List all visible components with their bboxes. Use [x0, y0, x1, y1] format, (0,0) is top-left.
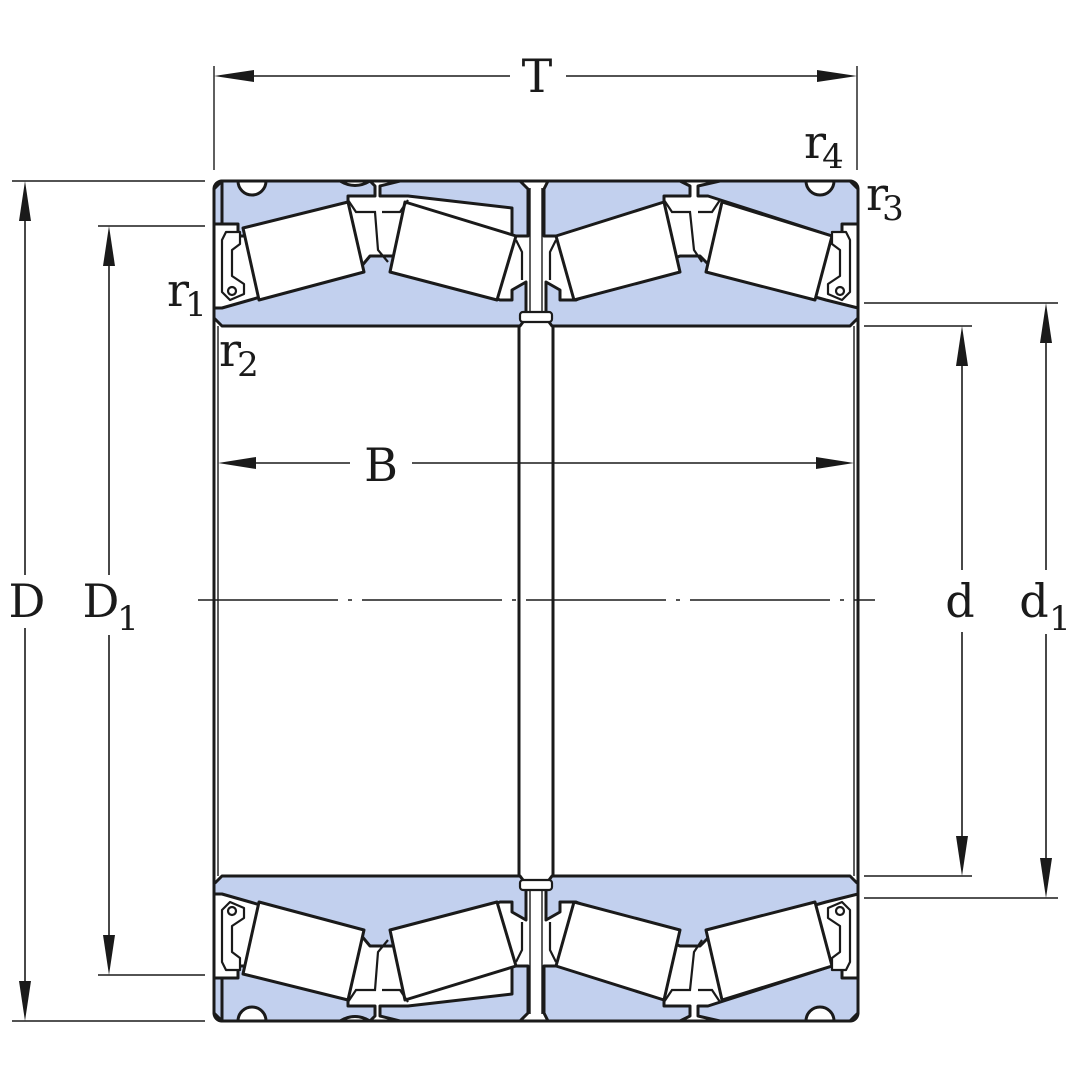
- label-r1-subscript: 1: [185, 285, 207, 325]
- dimension-d1: d 1: [864, 302, 1071, 899]
- bearing-body: [212, 179, 860, 1023]
- dimension-B: B: [218, 438, 854, 492]
- label-r3-subscript: 3: [882, 189, 904, 229]
- label-d1-subscript: 1: [1049, 599, 1071, 639]
- dimension-D1: D 1: [83, 225, 205, 976]
- label-D1: D: [83, 574, 120, 628]
- upper-bearing-rows: [212, 179, 860, 328]
- label-r2-subscript: 2: [237, 345, 259, 385]
- radius-labels: r 1 r 2 r 3 r 4: [167, 115, 904, 385]
- dimension-T: T: [213, 49, 858, 170]
- label-d: d: [945, 574, 974, 628]
- label-r3: r: [866, 167, 888, 221]
- label-B: B: [364, 438, 398, 492]
- lower-bearing-rows: [212, 874, 860, 1023]
- label-D: D: [9, 574, 46, 628]
- label-r1: r: [167, 263, 189, 317]
- label-d1: d: [1019, 574, 1048, 628]
- label-r2: r: [219, 323, 241, 377]
- spacer-tube: [517, 314, 555, 888]
- label-T: T: [522, 49, 553, 103]
- label-r4: r: [804, 115, 826, 169]
- dimension-d: d: [864, 325, 975, 877]
- dimension-D: D: [9, 180, 205, 1022]
- label-D1-subscript: 1: [117, 599, 139, 639]
- label-r4-subscript: 4: [822, 137, 844, 177]
- bearing-outline: [212, 179, 860, 1023]
